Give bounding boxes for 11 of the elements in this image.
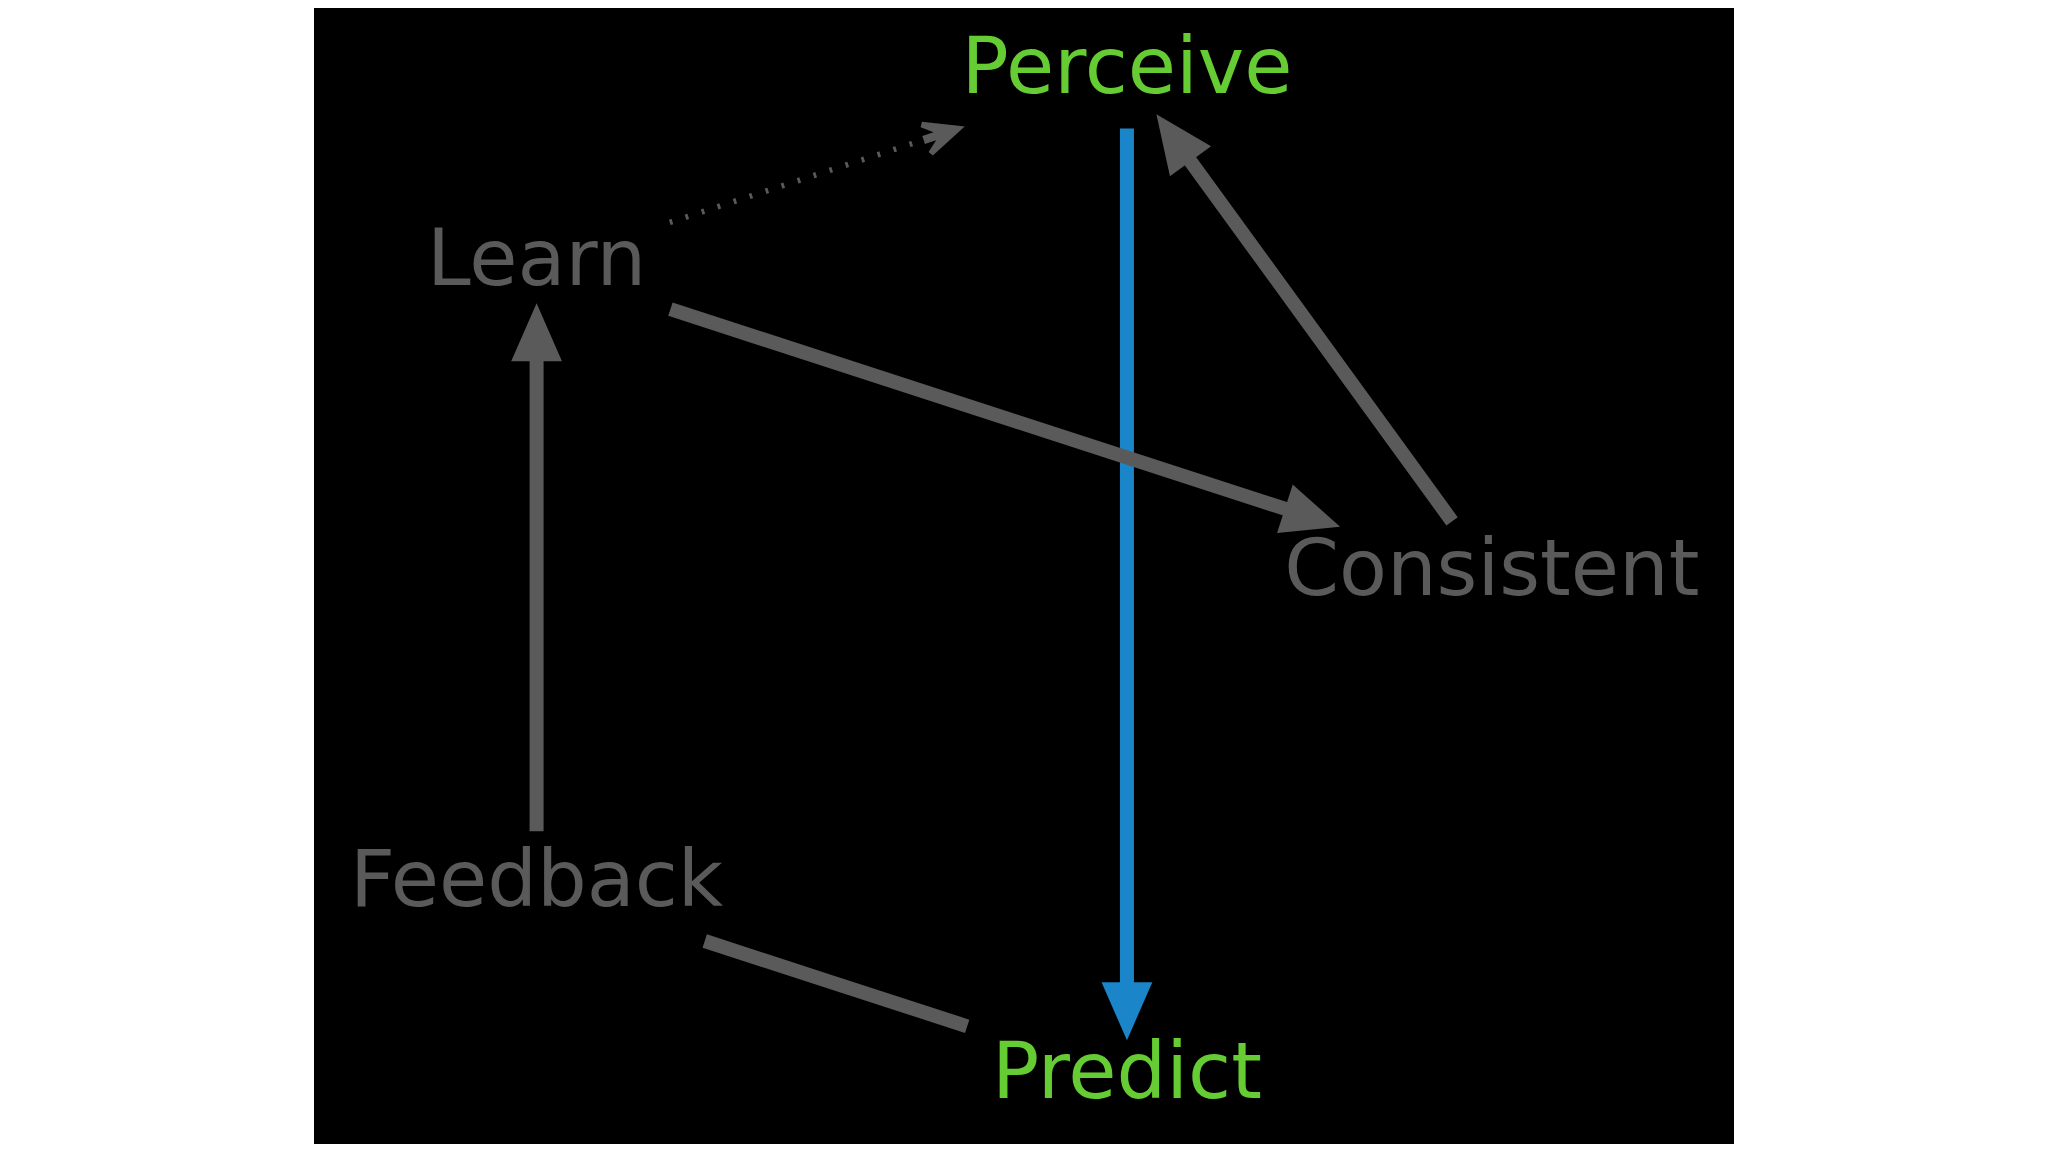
node-text: Predict — [991, 1024, 1262, 1116]
node-text: Consistent — [1284, 522, 1700, 614]
arrow — [1101, 128, 1153, 1041]
node-text: Feedback — [349, 832, 724, 924]
arrow — [511, 303, 562, 832]
node-text: Learn — [427, 211, 647, 303]
connector — [702, 934, 970, 1033]
node-text: Perceive — [961, 20, 1293, 112]
arrow — [1156, 114, 1458, 526]
arrow — [668, 302, 1341, 533]
arrow — [668, 121, 962, 226]
